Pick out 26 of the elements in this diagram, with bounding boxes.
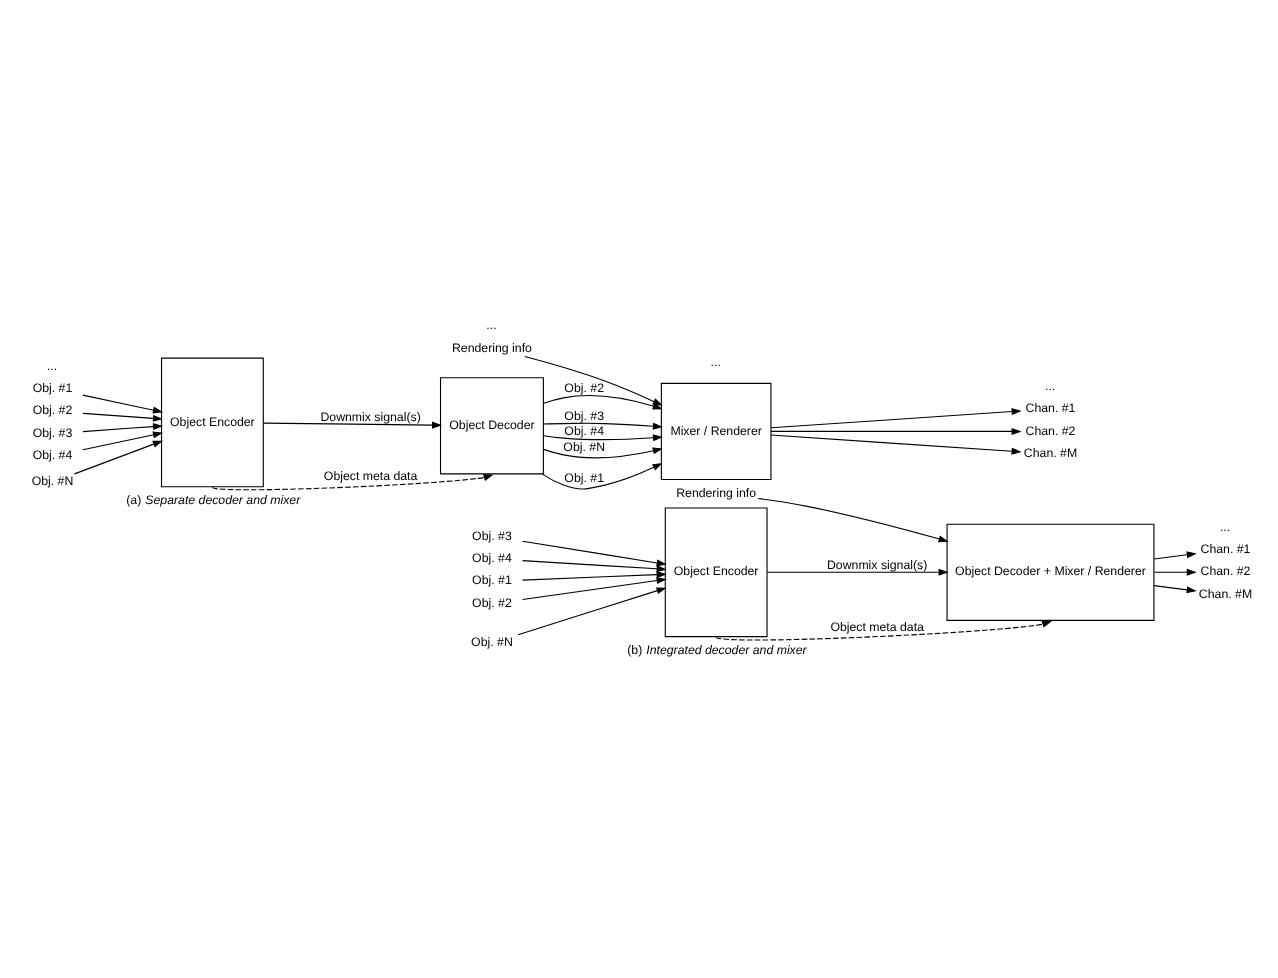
arrow xyxy=(766,568,949,576)
arrow xyxy=(1153,568,1197,576)
arrow xyxy=(522,571,667,581)
arrow xyxy=(542,447,663,459)
arrow xyxy=(82,412,164,422)
arrow xyxy=(524,356,663,406)
arrow xyxy=(770,434,1022,455)
arrow xyxy=(82,394,164,414)
arrow xyxy=(522,540,667,567)
arrow xyxy=(211,474,494,491)
arrow xyxy=(1153,551,1197,560)
arrow xyxy=(543,395,663,410)
arrow xyxy=(82,423,164,433)
arrow xyxy=(542,422,663,430)
arrow xyxy=(715,620,1053,641)
arrow xyxy=(522,560,667,573)
arrow xyxy=(770,427,1022,435)
arrow xyxy=(74,440,163,475)
arrow xyxy=(262,421,443,429)
arrow xyxy=(517,587,667,636)
arrow xyxy=(543,434,663,442)
arrow xyxy=(541,462,663,490)
arrow xyxy=(770,408,1022,429)
arrow xyxy=(82,431,164,451)
arrow xyxy=(522,577,667,600)
arrow xyxy=(1153,585,1197,594)
